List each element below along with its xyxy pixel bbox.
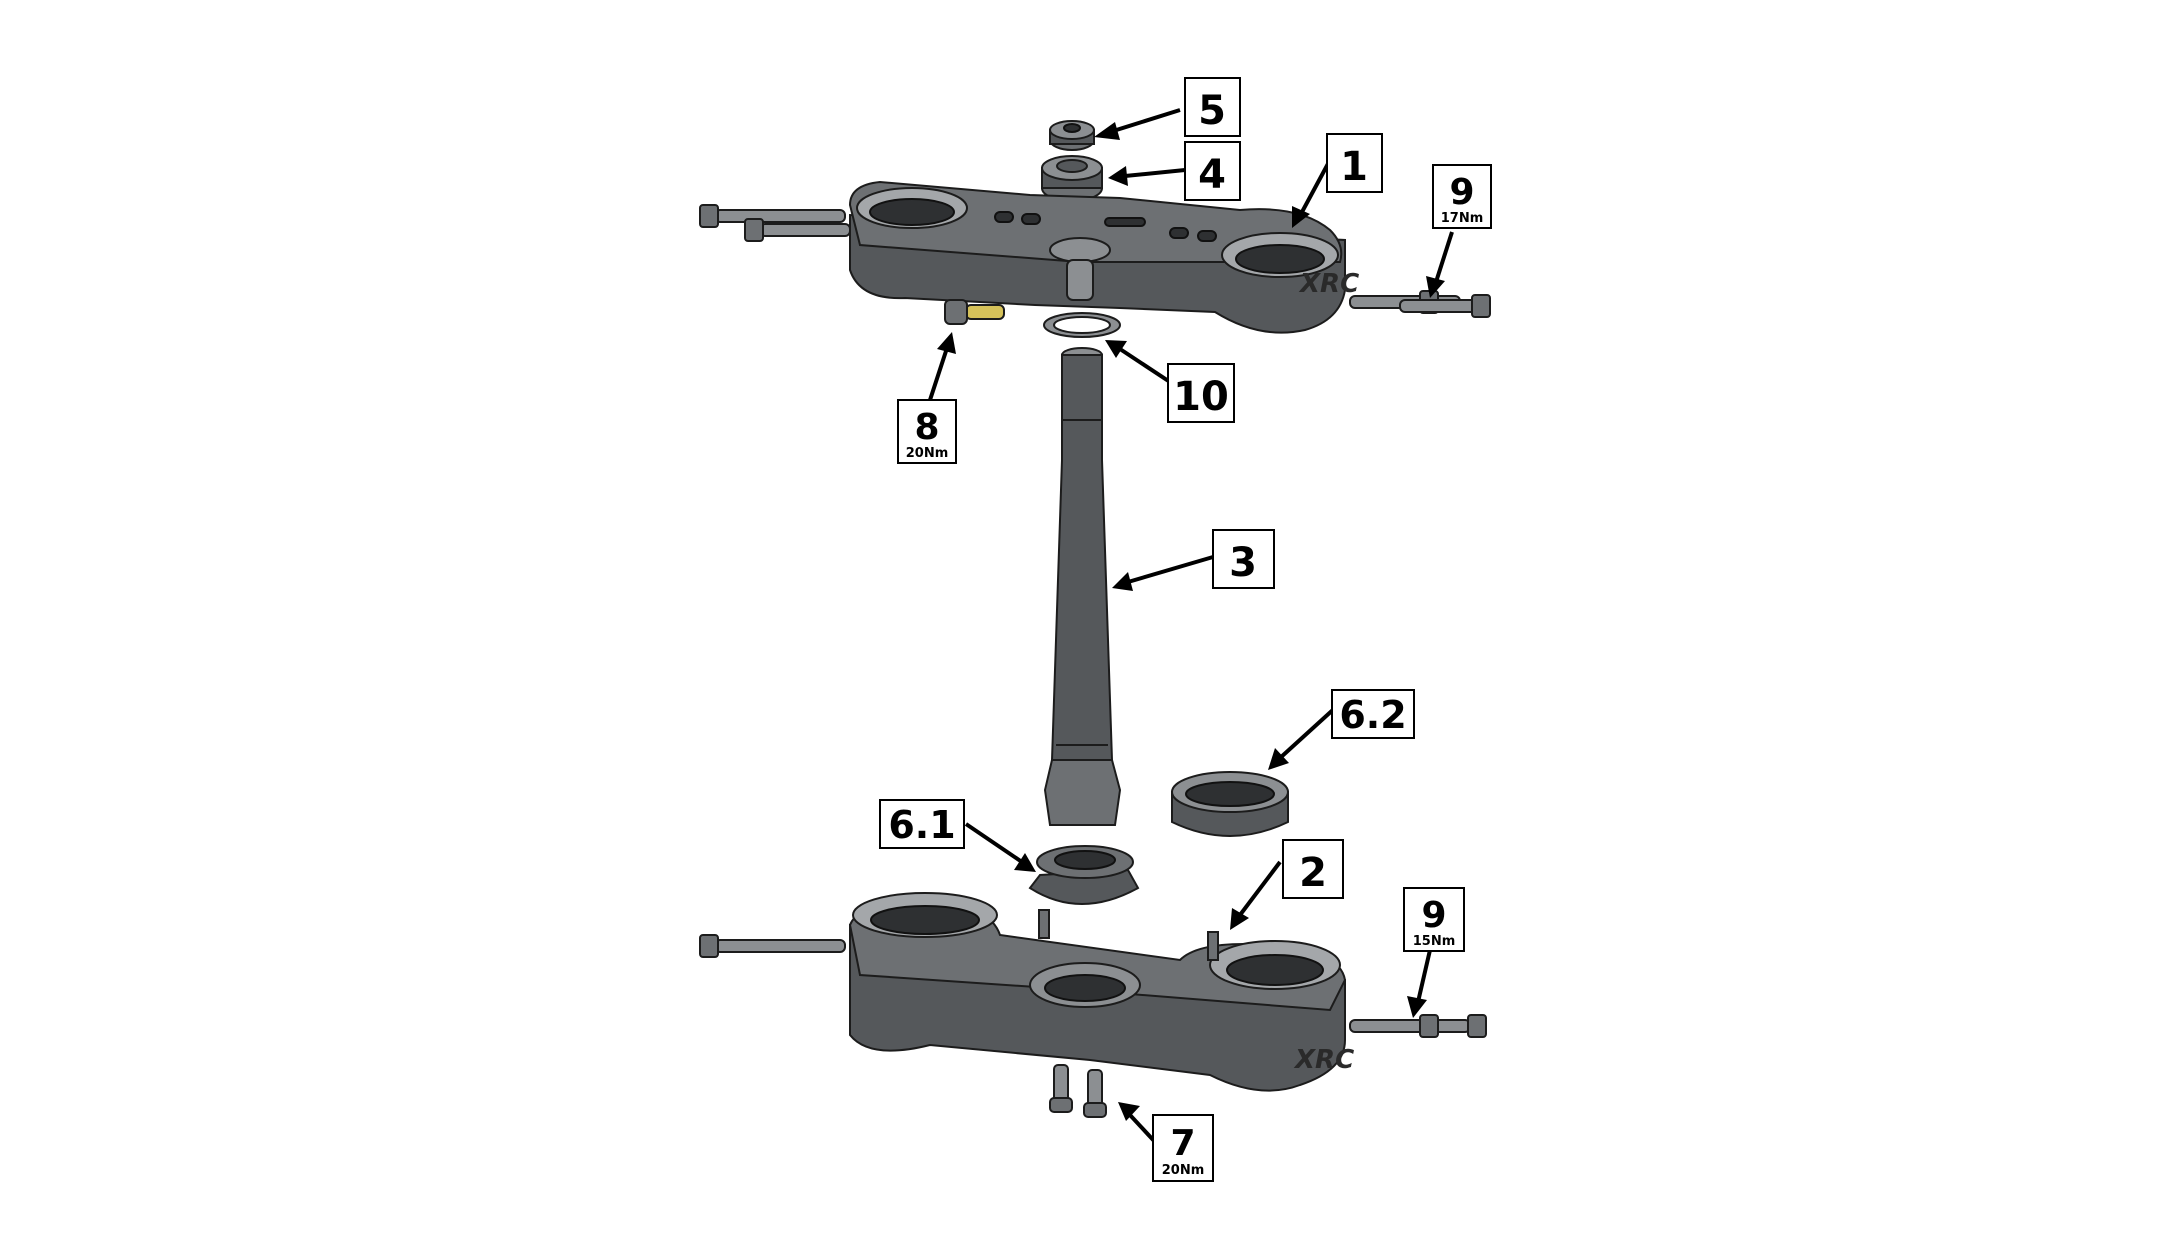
part-9-lower-bolts: [699, 934, 1487, 1038]
part-6-1-tapered-bearing: [1028, 845, 1140, 905]
callout-3: 3: [1212, 529, 1275, 589]
callout-8-number: 8: [914, 407, 939, 448]
callout-1: 1: [1326, 133, 1383, 193]
callout-7-number: 7: [1170, 1123, 1195, 1164]
part-2-lower-clamp: XRC: [848, 892, 1354, 1092]
callout-6-2-number: 6.2: [1339, 693, 1406, 737]
callout-1-number: 1: [1340, 144, 1368, 190]
callout-5-number: 5: [1198, 88, 1226, 134]
callout-9-top-torque: 17Nm: [1441, 211, 1484, 226]
lower-clamp-logo: XRC: [1293, 1045, 1354, 1075]
callout-9-bottom-torque: 15Nm: [1413, 934, 1456, 949]
part-8-bolt: [944, 299, 1005, 325]
callout-7-torque: 20Nm: [1162, 1163, 1205, 1178]
part-7-bolts: [1049, 1064, 1107, 1118]
callout-9-top: 9 17Nm: [1432, 164, 1492, 229]
callout-10-number: 10: [1173, 374, 1229, 420]
callout-8: 8 20Nm: [897, 399, 957, 464]
callout-6-2: 6.2: [1331, 689, 1415, 739]
callout-2-number: 2: [1299, 850, 1327, 896]
callout-7: 7 20Nm: [1152, 1114, 1214, 1182]
part-1-upper-clamp: XRC: [848, 180, 1359, 334]
callout-8-torque: 20Nm: [906, 446, 949, 461]
part-5-nut: [1049, 120, 1095, 151]
callout-6-1: 6.1: [879, 799, 965, 849]
callout-4-number: 4: [1198, 152, 1226, 198]
callout-3-number: 3: [1229, 540, 1257, 586]
part-6-2-bearing-race: [1171, 771, 1289, 837]
callout-5: 5: [1184, 77, 1241, 137]
callout-9-bottom-number: 9: [1421, 895, 1446, 936]
callout-2: 2: [1282, 839, 1344, 899]
part-3-steering-stem: [1043, 347, 1122, 826]
part-4-stem-nut: [1041, 155, 1103, 202]
callout-6-1-number: 6.1: [888, 803, 955, 847]
callout-9-bottom: 9 15Nm: [1403, 887, 1465, 952]
callout-9-top-number: 9: [1449, 172, 1474, 213]
callout-4: 4: [1184, 141, 1241, 201]
part-10-washer: [1043, 312, 1121, 338]
callout-10: 10: [1167, 363, 1235, 423]
part-9-upper-bolts: [699, 204, 1491, 318]
upper-clamp-logo: XRC: [1298, 269, 1359, 299]
leader-lines: [928, 108, 1454, 1145]
